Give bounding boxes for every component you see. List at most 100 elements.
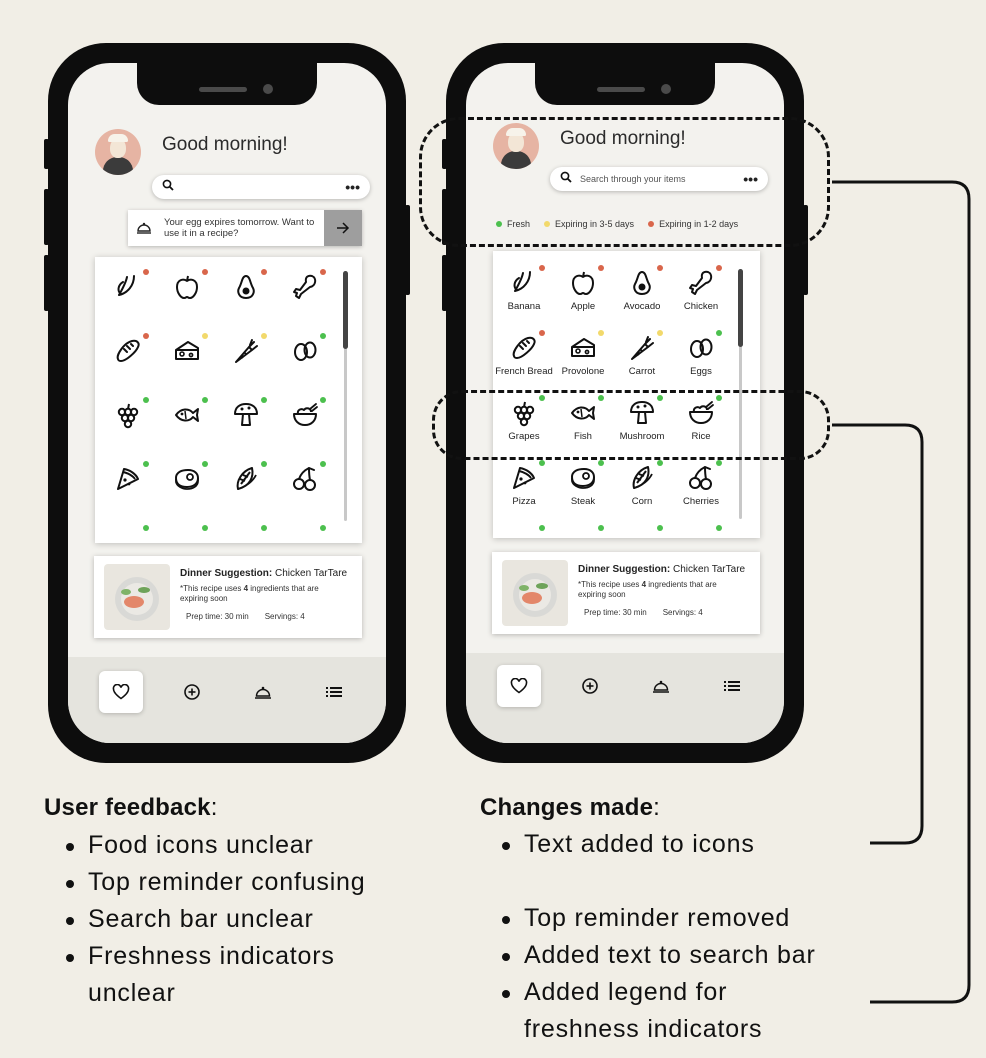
freshness-legend: Fresh Expiring in 3-5 days Expiring in 1… — [496, 219, 738, 229]
grapes-icon — [117, 403, 139, 429]
freshness-dot — [539, 525, 545, 531]
food-item-partial[interactable] — [672, 523, 730, 538]
scrollbar[interactable] — [738, 269, 743, 519]
food-item[interactable] — [276, 395, 334, 453]
notch — [535, 63, 715, 105]
scrollbar[interactable] — [343, 271, 348, 521]
food-item[interactable]: Avocado — [613, 263, 671, 321]
food-item[interactable] — [158, 267, 216, 325]
food-item[interactable]: French Bread — [495, 328, 553, 386]
expiry-reminder[interactable]: Your egg expires tomorrow. Want to use i… — [128, 210, 362, 246]
screen-after: Good morning! Search through your items … — [466, 63, 784, 743]
avatar[interactable] — [95, 129, 141, 175]
food-item[interactable]: Pizza — [495, 458, 553, 516]
food-item-partial[interactable] — [217, 523, 275, 543]
tab-favorites[interactable] — [497, 665, 541, 707]
freshness-dot — [716, 525, 722, 531]
dish-image — [502, 560, 568, 626]
food-item[interactable]: Cherries — [672, 458, 730, 516]
list-icon — [326, 687, 342, 697]
legend-item: Expiring in 3-5 days — [544, 219, 634, 229]
freshness-dot — [598, 395, 604, 401]
food-item[interactable]: Apple — [554, 263, 612, 321]
food-item-partial[interactable] — [613, 523, 671, 538]
food-item[interactable] — [99, 459, 157, 517]
tab-list[interactable] — [710, 665, 754, 707]
dinner-suggestion-card[interactable]: Dinner Suggestion: Chicken TarTare *This… — [94, 556, 362, 638]
freshness-dot — [143, 461, 149, 467]
freshness-dot — [202, 333, 208, 339]
avatar[interactable] — [493, 123, 539, 169]
changes-list: Text added to icons Top reminder removed… — [500, 826, 816, 1048]
steak-icon — [570, 467, 596, 489]
tab-recipes[interactable] — [639, 665, 683, 707]
food-item[interactable]: Rice — [672, 393, 730, 451]
carrot-icon — [235, 339, 258, 363]
freshness-dot — [598, 525, 604, 531]
food-item[interactable] — [276, 331, 334, 389]
food-item[interactable] — [217, 267, 275, 325]
food-item[interactable] — [276, 459, 334, 517]
search-icon[interactable] — [560, 170, 572, 188]
tab-favorites[interactable] — [99, 671, 143, 713]
food-item[interactable] — [158, 395, 216, 453]
list-icon — [724, 681, 740, 691]
food-item[interactable]: Chicken — [672, 263, 730, 321]
food-label: Mushroom — [619, 431, 665, 442]
corn-icon — [236, 467, 257, 490]
more-dots-icon[interactable]: ••• — [743, 171, 758, 187]
dinner-suggestion-card[interactable]: Dinner Suggestion: Chicken TarTare *This… — [492, 552, 760, 634]
search-bar[interactable]: ••• — [152, 175, 370, 199]
tab-add[interactable] — [568, 665, 612, 707]
tab-recipes[interactable] — [241, 671, 285, 713]
food-item-partial[interactable] — [495, 523, 553, 538]
list-item: Food icons unclear — [64, 827, 365, 864]
food-item[interactable] — [217, 459, 275, 517]
heart-icon — [112, 684, 130, 700]
food-item-partial[interactable] — [158, 523, 216, 543]
dish-image — [104, 564, 170, 630]
food-label: Apple — [570, 301, 596, 312]
bread-icon — [512, 336, 536, 360]
suggestion-dish: Chicken TarTare — [670, 564, 746, 575]
search-bar[interactable]: Search through your items ••• — [550, 167, 768, 191]
reminder-arrow-button[interactable] — [324, 210, 362, 246]
food-item[interactable] — [99, 267, 157, 325]
food-item[interactable] — [276, 267, 334, 325]
steak-icon — [174, 468, 200, 490]
food-item[interactable]: Eggs — [672, 328, 730, 386]
food-item-partial[interactable] — [276, 523, 334, 543]
freshness-dot — [261, 269, 267, 275]
tab-add[interactable] — [170, 671, 214, 713]
freshness-dot — [143, 397, 149, 403]
food-item[interactable] — [217, 395, 275, 453]
food-item[interactable] — [158, 331, 216, 389]
food-item[interactable]: Provolone — [554, 328, 612, 386]
food-item-partial[interactable] — [554, 523, 612, 538]
food-label: Fish — [574, 431, 592, 442]
food-item[interactable]: Mushroom — [613, 393, 671, 451]
food-item[interactable]: Corn — [613, 458, 671, 516]
freshness-dot — [716, 265, 722, 271]
mushroom-icon — [234, 403, 258, 426]
list-item: Added legend for — [500, 974, 816, 1011]
food-item-partial[interactable] — [99, 523, 157, 543]
food-item[interactable]: Fish — [554, 393, 612, 451]
screen-before: Good morning! ••• Your egg expires tomor… — [68, 63, 386, 743]
food-item[interactable]: Grapes — [495, 393, 553, 451]
food-item[interactable] — [99, 395, 157, 453]
search-icon[interactable] — [162, 178, 174, 196]
more-dots-icon[interactable]: ••• — [345, 179, 360, 195]
cheese-icon — [175, 341, 199, 360]
food-item[interactable]: Steak — [554, 458, 612, 516]
tab-bar — [68, 657, 386, 743]
food-item[interactable] — [158, 459, 216, 517]
food-item[interactable] — [99, 331, 157, 389]
food-item[interactable]: Banana — [495, 263, 553, 321]
tab-list[interactable] — [312, 671, 356, 713]
food-item[interactable]: Carrot — [613, 328, 671, 386]
food-item[interactable] — [217, 331, 275, 389]
apple-icon — [572, 271, 594, 295]
prep-time: Prep time: 30 min — [584, 608, 647, 617]
